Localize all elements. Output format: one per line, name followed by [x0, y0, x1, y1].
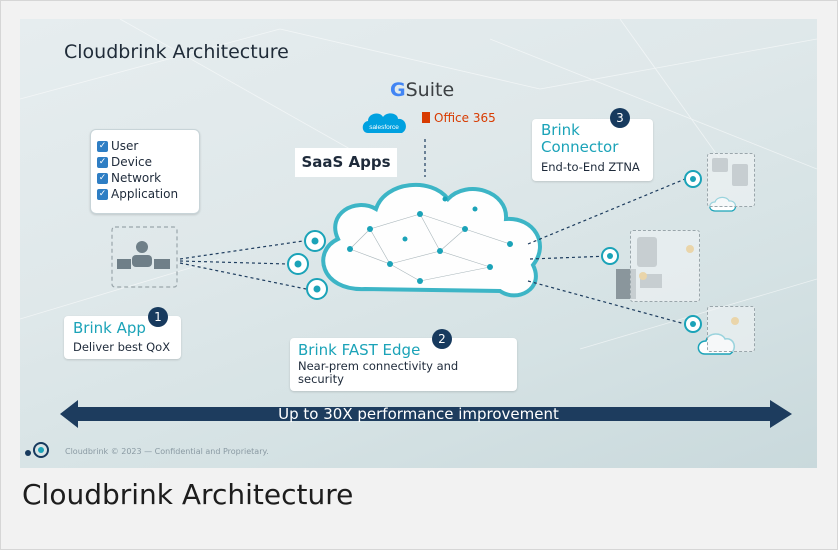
saas-apps-label: SaaS Apps — [295, 148, 397, 177]
footer-note: Cloudbrink © 2023 — Confidential and Pro… — [65, 447, 269, 456]
office365-logo: Office 365 — [422, 111, 496, 125]
step-badge-1: 1 — [148, 307, 168, 327]
identity-checklist: ✓User ✓Device ✓Network ✓Application — [90, 129, 200, 214]
cloud-app-group — [707, 306, 755, 352]
connector-subtitle: End-to-End ZTNA — [541, 160, 640, 174]
datacenter-group — [630, 230, 700, 302]
checklist-label: User — [111, 139, 139, 153]
brink-connector-card: Brink Connector End-to-End ZTNA — [532, 119, 653, 181]
fast-edge-subtitle: Near-prem connectivity and security — [298, 359, 459, 386]
office365-text: Office 365 — [434, 111, 496, 125]
gsuite-text: Suite — [405, 79, 455, 101]
checklist-item: ✓Application — [97, 187, 178, 201]
connector-title: Brink Connector — [541, 121, 619, 156]
gsuite-g: G — [390, 79, 406, 101]
slide-title: Cloudbrink Architecture — [64, 41, 289, 63]
check-icon: ✓ — [97, 156, 108, 168]
gsuite-logo: GSuite — [390, 79, 454, 101]
check-icon: ✓ — [97, 140, 108, 152]
brink-fast-edge-card: Brink FAST Edge Near-prem connectivity a… — [290, 338, 517, 391]
check-icon: ✓ — [97, 172, 108, 184]
check-icon: ✓ — [97, 188, 108, 200]
image-caption: Cloudbrink Architecture — [22, 478, 354, 511]
checklist-label: Application — [111, 187, 179, 201]
salesforce-logo: salesforce — [362, 113, 406, 133]
performance-banner: Up to 30X performance improvement — [278, 405, 559, 423]
checklist-item: ✓User — [97, 139, 138, 153]
brink-app-title: Brink App — [73, 319, 146, 337]
office-icon — [422, 112, 430, 123]
app-server-group — [707, 153, 755, 207]
brink-app-card: Brink App Deliver best QoX — [64, 316, 181, 359]
step-badge-3: 3 — [610, 108, 630, 128]
checklist-item: ✓Network — [97, 171, 161, 185]
checklist-label: Network — [111, 171, 162, 185]
architecture-slide: Cloudbrink Architecture ✓User ✓Device ✓N… — [20, 19, 817, 468]
step-badge-2: 2 — [432, 329, 452, 349]
checklist-label: Device — [111, 155, 153, 169]
checklist-item: ✓Device — [97, 155, 152, 169]
brink-app-subtitle: Deliver best QoX — [73, 340, 171, 354]
salesforce-text: salesforce — [369, 124, 399, 131]
background-network-lines — [20, 19, 817, 458]
fast-edge-title: Brink FAST Edge — [298, 341, 421, 359]
